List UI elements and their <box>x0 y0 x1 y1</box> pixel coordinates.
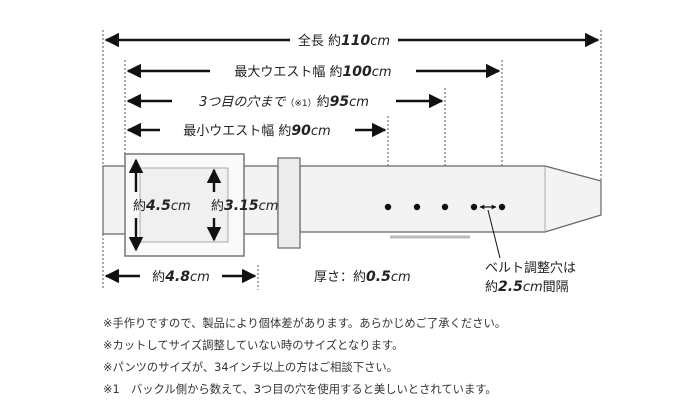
max-waist-label: 最大ウエスト幅 約100cm <box>234 64 391 80</box>
hole-4 <box>470 203 478 211</box>
note-third-hole: ※1 バックル側から数えて、3つ目の穴を使用すると美しいとされています。 <box>103 383 497 396</box>
hole-spacing-leader <box>487 209 501 259</box>
third-hole-label: 3つ目の穴まで（※1）約95cm <box>199 94 369 110</box>
notes-list: ※手作りですので、製品により個体差があります。あらかじめご了承ください。 ※カッ… <box>103 316 693 404</box>
note-uncut-size: ※カットしてサイズ調整していない時のサイズとなります。 <box>103 339 404 352</box>
min-waist-label: 最小ウエスト幅 約90cm <box>183 123 330 139</box>
hole-1 <box>384 203 392 211</box>
note-handmade: ※手作りですので、製品により個体差があります。あらかじめご了承ください。 <box>103 317 507 330</box>
hole-3 <box>441 203 449 211</box>
note-pants-size: ※パンツのサイズが、34インチ以上の方はご相談下さい。 <box>103 361 398 374</box>
hole-5 <box>498 203 506 211</box>
belt-body <box>299 165 602 233</box>
hole-spacing-label-line1: ベルト調整穴は <box>485 261 576 276</box>
buckle-width-label: 約4.8cm <box>152 269 210 285</box>
thickness-label: 厚さ：約0.5cm <box>314 269 411 285</box>
belt-keeper <box>277 157 301 249</box>
belt-width-label: 約3.15cm <box>211 198 278 214</box>
buckle-height-label: 約4.5cm <box>133 198 191 214</box>
total-length-label: 全長 約110cm <box>298 33 390 49</box>
hole-2 <box>413 203 421 211</box>
hole-spacing-label-line2: 約2.5cm間隔 <box>485 279 569 295</box>
adjustment-holes <box>384 203 506 211</box>
